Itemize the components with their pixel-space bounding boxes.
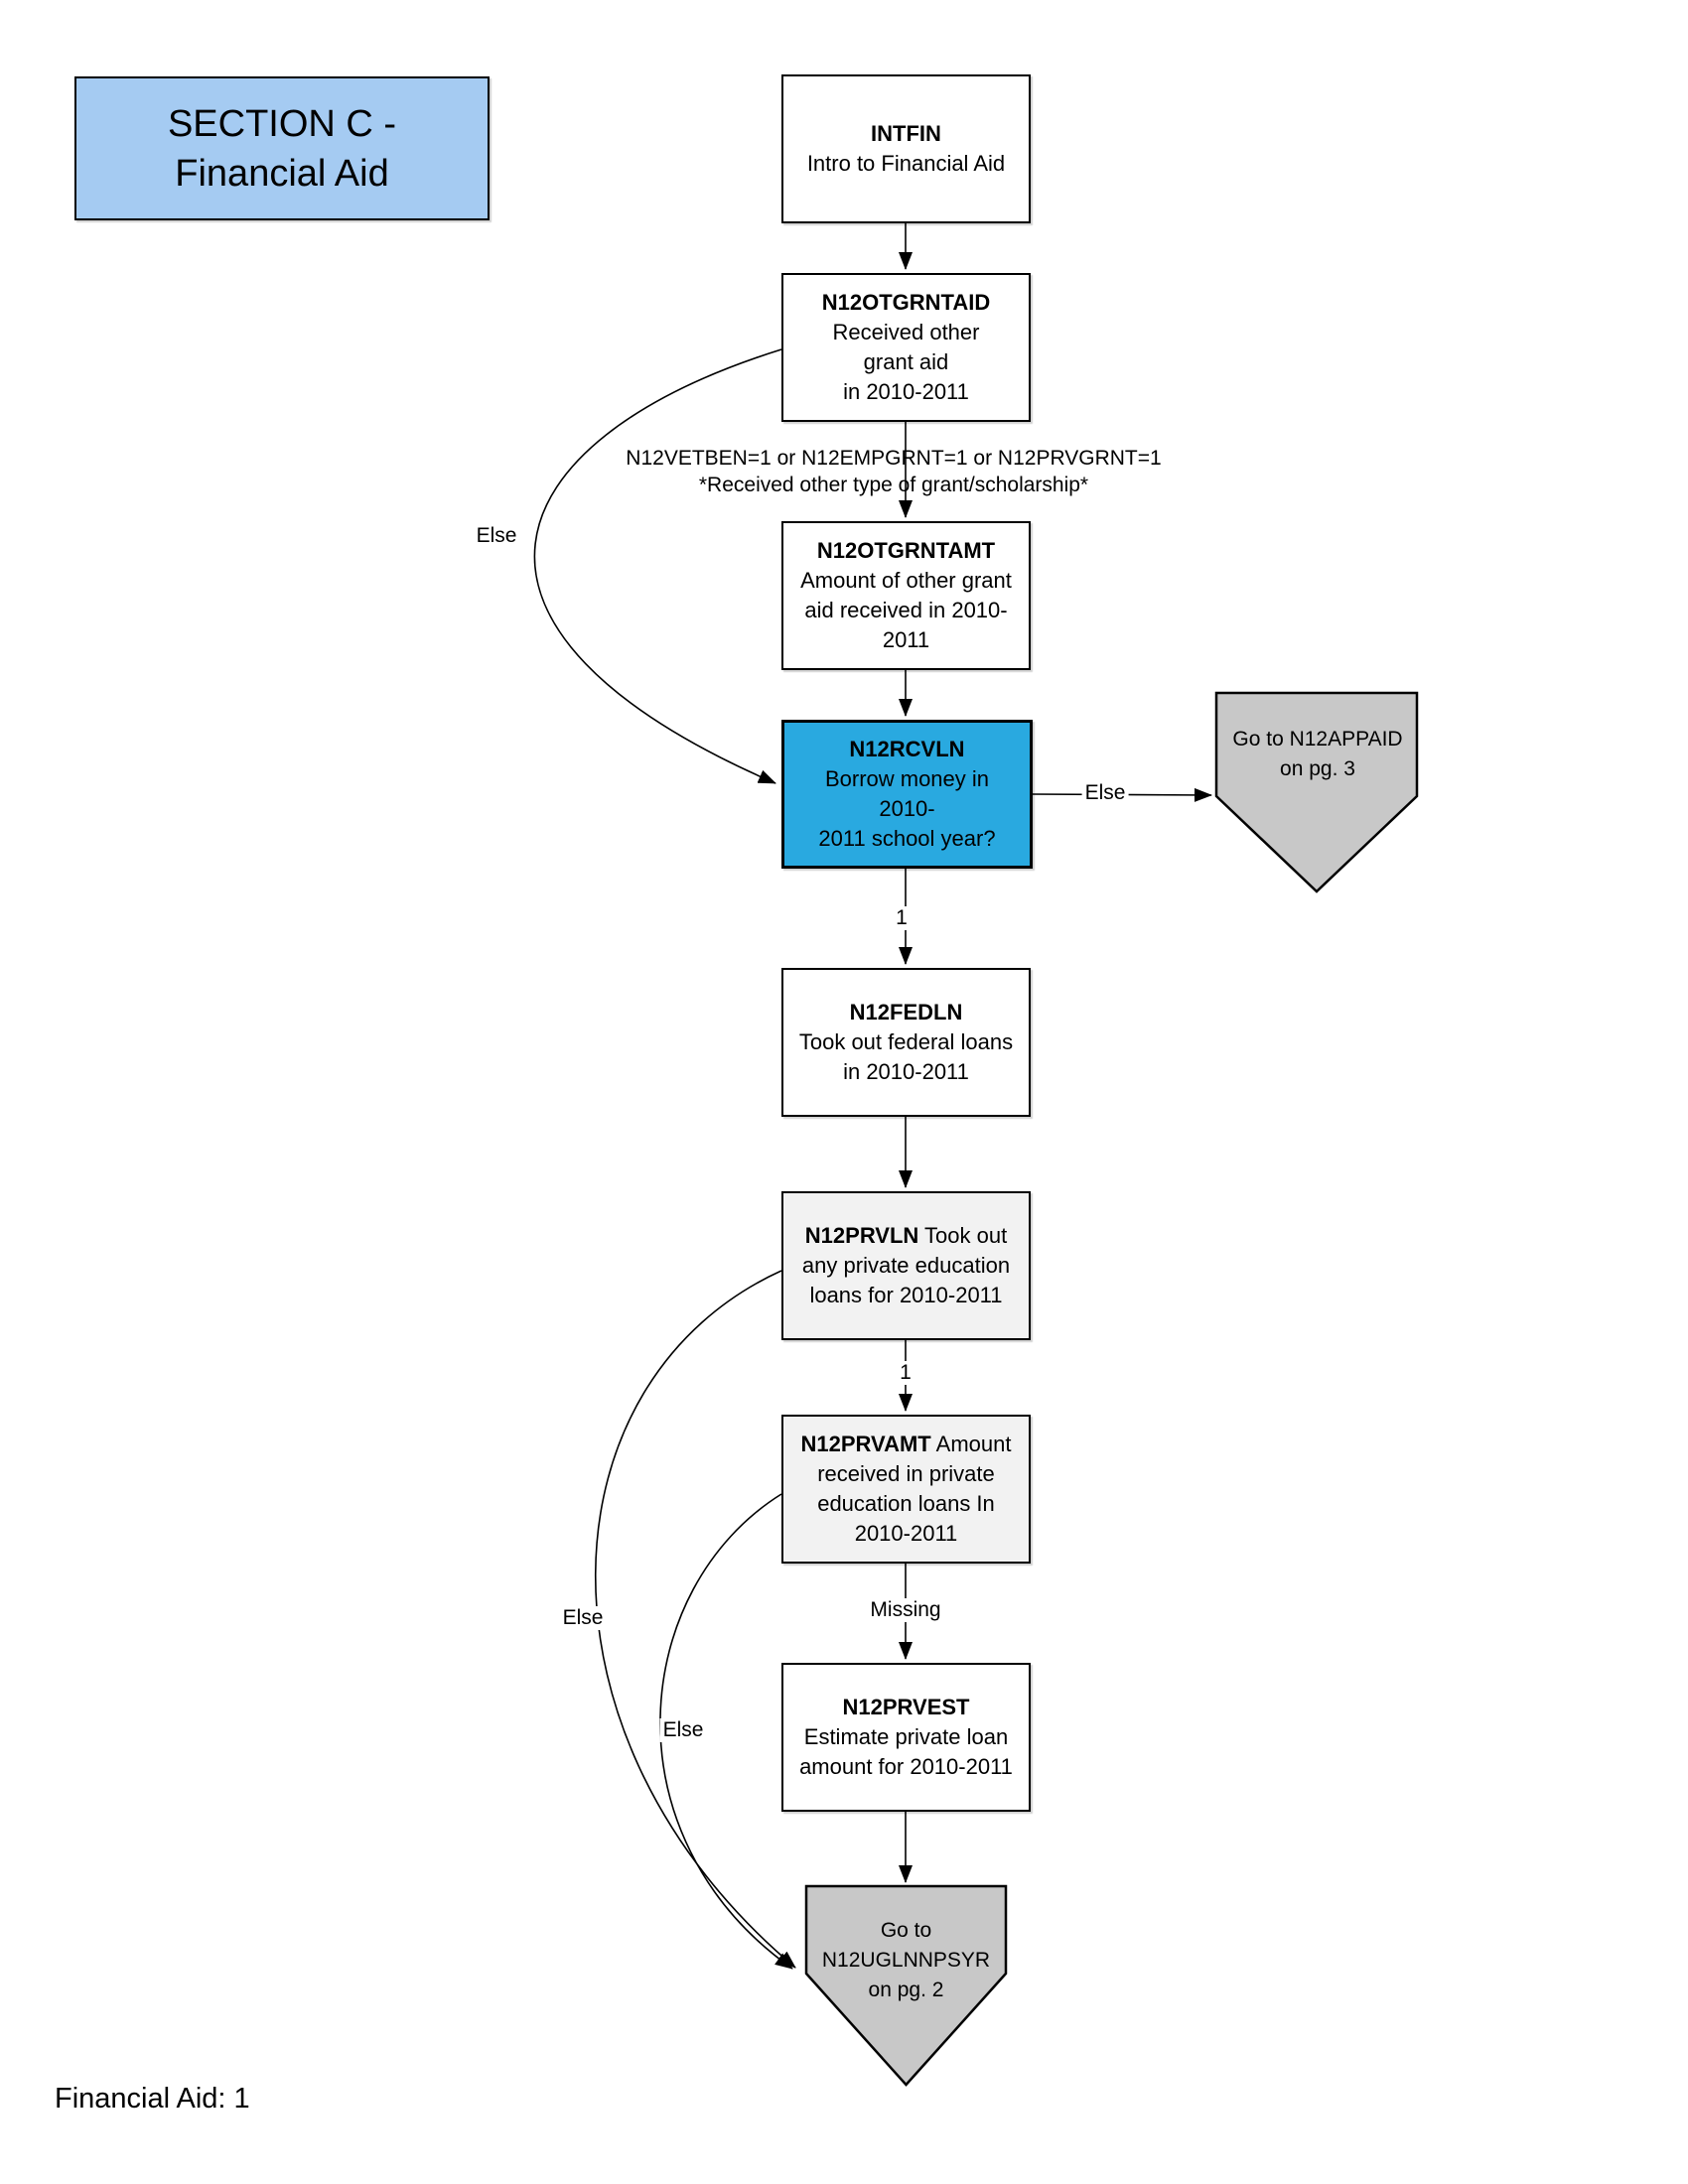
node-fedln-code: N12FEDLN [849, 1000, 963, 1024]
goto-appaid-shape [1214, 691, 1419, 893]
node-otgrntaid-desc: Received other grant aid in 2010-2011 [832, 320, 980, 404]
node-intfin: INTFIN Intro to Financial Aid [781, 74, 1031, 223]
node-otgrntamt: N12OTGRNTAMT Amount of other grant aid r… [781, 521, 1031, 670]
node-otgrntamt-desc: Amount of other grant aid received in 20… [800, 568, 1012, 652]
node-rcvln-desc: Borrow money in 2010- 2011 school year? [818, 766, 996, 851]
node-intfin-desc: Intro to Financial Aid [806, 151, 1006, 176]
node-fedln: N12FEDLN Took out federal loans in 2010-… [781, 968, 1031, 1117]
curve-otgrntaid-rcvln [533, 348, 782, 784]
node-prvamt-code: N12PRVAMT [800, 1432, 931, 1456]
edge-label-one-rcvln: 1 [893, 906, 911, 930]
node-fedln-desc: Took out federal loans in 2010-2011 [798, 1029, 1014, 1084]
edge-label-missing-prvamt: Missing [867, 1598, 944, 1622]
edge-label-else-prvln: Else [559, 1606, 607, 1630]
node-prvest: N12PRVEST Estimate private loan amount f… [781, 1663, 1031, 1812]
node-otgrntaid-code: N12OTGRNTAID [821, 290, 991, 315]
goto-uglnnpsyr-shape [804, 1884, 1008, 2087]
node-prvln-code: N12PRVLN [804, 1223, 919, 1248]
node-intfin-code: INTFIN [871, 121, 941, 146]
node-otgrntaid: N12OTGRNTAID Received other grant aid in… [781, 273, 1031, 422]
edge-label-grant-condition: N12VETBEN=1 or N12EMPGRNT=1 or N12PRVGRN… [626, 447, 1162, 496]
node-prvamt-desc: Amount received in private education loa… [817, 1432, 1012, 1546]
node-rcvln-code: N12RCVLN [849, 737, 965, 761]
node-prvamt: N12PRVAMT Amount received in private edu… [781, 1415, 1031, 1564]
node-prvln: N12PRVLN Took out any private education … [781, 1191, 1031, 1340]
curve-prvln-goto2 [594, 1270, 796, 1969]
section-title-text: SECTION C - Financial Aid [167, 102, 397, 195]
edge-label-else-otgrntaid: Else [473, 524, 520, 548]
node-prvest-desc: Estimate private loan amount for 2010-20… [799, 1724, 1013, 1779]
node-prvest-code: N12PRVEST [842, 1695, 970, 1719]
edge-label-one-prvln: 1 [897, 1361, 914, 1385]
edge-label-else-rcvln: Else [1081, 781, 1129, 805]
node-rcvln: N12RCVLN Borrow money in 2010- 2011 scho… [781, 720, 1033, 869]
curve-prvamt-goto2 [659, 1493, 793, 1970]
node-prvln-desc: Took out any private education loans for… [801, 1223, 1011, 1307]
page-footer: Financial Aid: 1 [55, 2083, 250, 2115]
section-title: SECTION C - Financial Aid [74, 76, 490, 220]
node-otgrntamt-code: N12OTGRNTAMT [816, 538, 996, 563]
edge-label-else-prvamt: Else [659, 1718, 707, 1742]
